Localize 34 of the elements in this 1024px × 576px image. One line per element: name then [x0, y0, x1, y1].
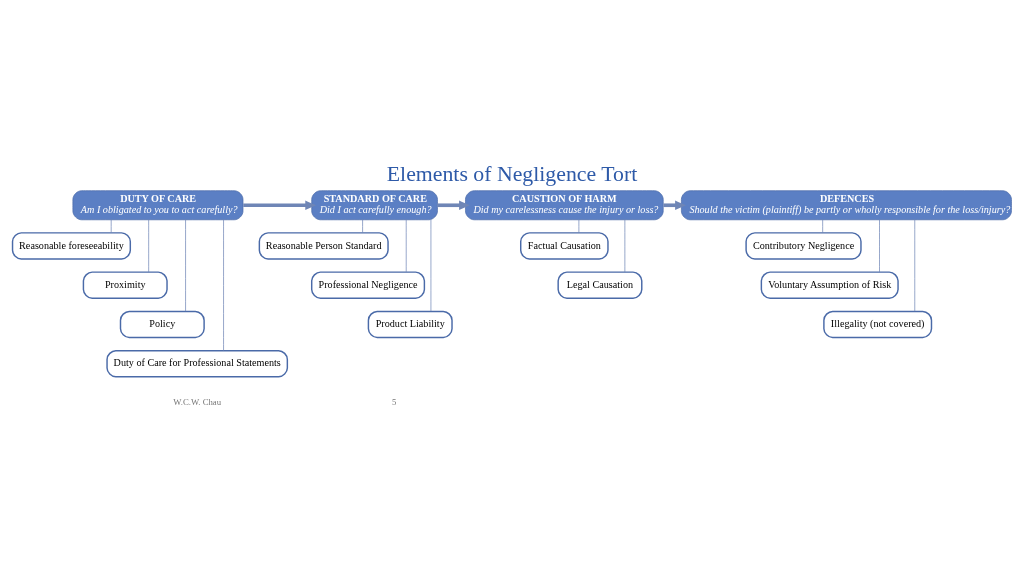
diagram-title: Elements of Negligence Tort — [386, 161, 638, 186]
node-box: Factual Causation — [520, 231, 609, 260]
connector — [110, 219, 112, 233]
node-box: Duty of Care for Professional Statements — [106, 349, 289, 378]
connector — [624, 219, 626, 272]
arrow — [437, 200, 470, 210]
node-box: DEFENCES Should the victim (plaintiff) be partly or wholly responsible for the loss/injury? — [681, 189, 1012, 220]
node-box: Policy — [119, 310, 205, 338]
node-box: CAUSTION OF HARM Did my carelessness cause the injury or loss? — [465, 189, 664, 220]
connector — [430, 219, 432, 312]
node-box: Reasonable Person Standard — [258, 231, 389, 260]
node-box: Reasonable foreseeability — [11, 231, 132, 260]
connector — [405, 219, 407, 272]
arrow — [243, 200, 316, 210]
arrow — [663, 200, 686, 210]
node-box: Product Liability — [367, 310, 453, 338]
label: 5 — [392, 396, 397, 407]
node-box: Illegality (not covered) — [823, 310, 933, 338]
node-box: Voluntary Assumption of Risk — [760, 270, 899, 299]
connector — [879, 219, 880, 272]
node-box: Contributory Negligence — [745, 231, 862, 260]
connector — [822, 219, 824, 233]
connector — [362, 219, 363, 233]
label: W.C.W. Chau — [173, 396, 222, 407]
connector — [223, 219, 224, 351]
node-box: Professional Negligence — [311, 270, 426, 299]
connector — [148, 219, 150, 272]
node-box: Proximity — [82, 270, 168, 299]
connector — [185, 219, 186, 312]
node-box: STANDARD OF CARE Did I act carefully enough? — [311, 189, 438, 220]
node-box: DUTY OF CARE Am I obligated to you to act carefully? — [72, 189, 244, 220]
connector — [914, 219, 916, 312]
node-box: Legal Causation — [557, 270, 643, 299]
connector — [578, 219, 580, 233]
